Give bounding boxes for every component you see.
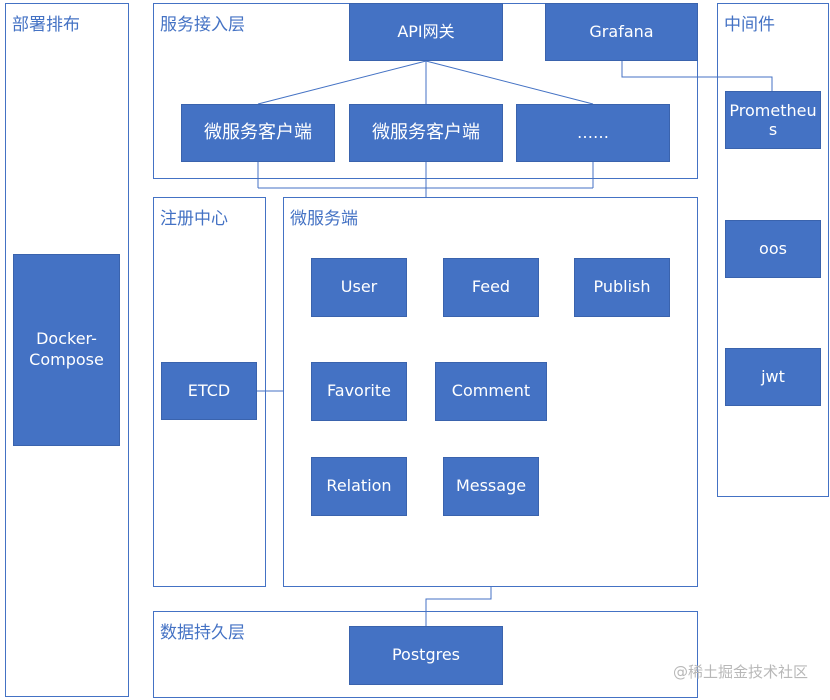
microservice-client-box-2: 微服务客户端	[349, 104, 503, 162]
message-service-label: Message	[455, 476, 527, 496]
message-service-box: Message	[443, 457, 539, 516]
jwt-box: jwt	[725, 348, 821, 406]
user-service-label: User	[340, 277, 378, 297]
prometheus-box: Prometheu s	[725, 91, 821, 149]
docker-compose-box: Docker- Compose	[13, 254, 120, 446]
oos-box: oos	[725, 220, 821, 278]
comment-service-box: Comment	[435, 362, 547, 421]
prometheus-label: Prometheu s	[729, 100, 817, 139]
microservices-panel-title: 微服务端	[290, 209, 358, 229]
favorite-service-label: Favorite	[327, 381, 391, 401]
relation-service-label: Relation	[326, 476, 392, 496]
middleware-panel-title: 中间件	[724, 15, 775, 35]
grafana-box: Grafana	[545, 3, 698, 61]
feed-service-label: Feed	[471, 277, 511, 297]
more-clients-label: ……	[577, 122, 609, 142]
api-gateway-label: API网关	[397, 21, 455, 41]
relation-service-box: Relation	[311, 457, 407, 516]
comment-service-label: Comment	[451, 381, 531, 401]
jwt-label: jwt	[761, 366, 785, 386]
persistence-panel-title: 数据持久层	[160, 623, 245, 643]
microservice-client-label-1: 微服务客户端	[204, 122, 312, 144]
oos-label: oos	[759, 238, 787, 258]
publish-service-box: Publish	[574, 258, 670, 317]
microservice-client-label-2: 微服务客户端	[372, 122, 480, 144]
watermark: @稀土掘金技术社区	[672, 663, 808, 681]
deployment-panel-title: 部署排布	[12, 15, 80, 35]
more-clients-box: ……	[516, 104, 670, 162]
etcd-box: ETCD	[161, 362, 257, 420]
postgres-label: Postgres	[391, 645, 461, 665]
docker-compose-label: Docker- Compose	[29, 329, 104, 369]
feed-service-box: Feed	[443, 258, 539, 317]
microservice-client-box-1: 微服务客户端	[181, 104, 335, 162]
registry-panel-title: 注册中心	[160, 209, 228, 229]
etcd-label: ETCD	[187, 380, 231, 400]
publish-service-label: Publish	[593, 277, 651, 297]
api-gateway-box: API网关	[349, 3, 503, 61]
access-layer-panel-title: 服务接入层	[160, 15, 245, 35]
favorite-service-box: Favorite	[311, 362, 407, 421]
postgres-box: Postgres	[349, 626, 503, 685]
user-service-box: User	[311, 258, 407, 317]
grafana-label: Grafana	[589, 21, 654, 41]
